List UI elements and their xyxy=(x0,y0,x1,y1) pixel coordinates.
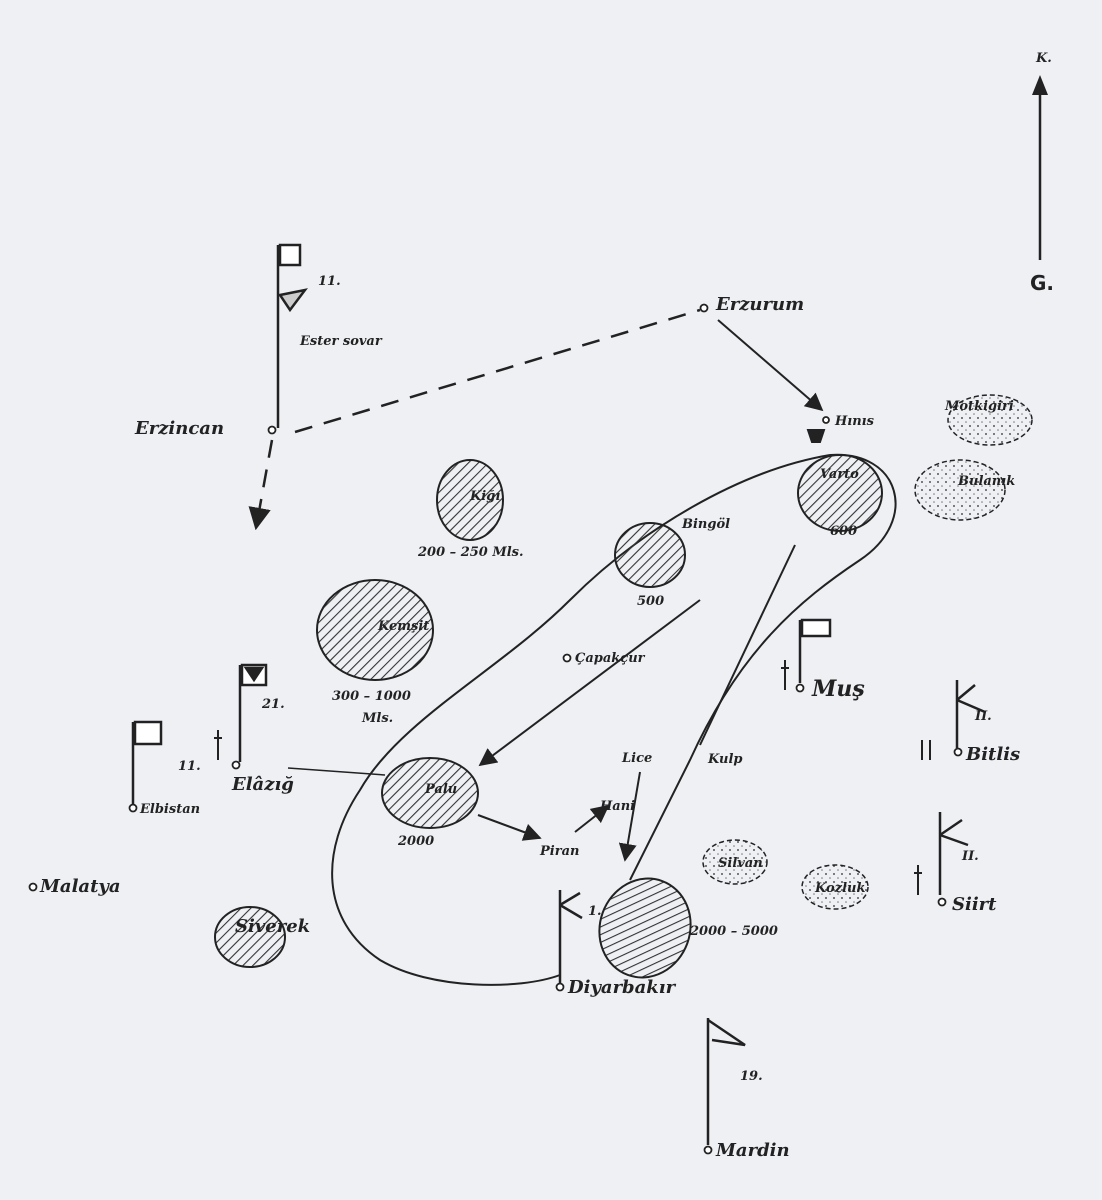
compass-north: K. xyxy=(1035,51,1052,66)
arrow-varto-kulp xyxy=(699,544,796,746)
flag-siirt xyxy=(938,812,969,895)
area-kigi: Kiğı 200 – 250 Mls. xyxy=(417,459,524,560)
route-erzincan-south xyxy=(248,439,274,531)
area-siverek: Siverek xyxy=(214,906,310,968)
svg-text:Bulanık: Bulanık xyxy=(957,474,1015,489)
city-elbistan: Elbistan xyxy=(139,802,200,817)
city-markers xyxy=(28,303,963,1155)
unit-bitlis-div: II. xyxy=(974,709,992,724)
city-lice: Lice xyxy=(621,751,652,766)
city-malatya: Malatya xyxy=(39,876,121,897)
city-mus: Muş xyxy=(811,676,865,702)
flag-elazig xyxy=(238,663,268,762)
svg-text:Kiğı: Kiğı xyxy=(469,489,500,504)
flag-elbistan xyxy=(131,720,163,805)
city-diyarbakir: Diyarbakır xyxy=(567,977,677,998)
flag-mus xyxy=(798,618,832,683)
city-erzincan: Erzincan xyxy=(134,418,224,439)
area-bulanik: Bulanık xyxy=(914,459,1015,521)
unit-mardin-div: 19. xyxy=(740,1069,763,1084)
city-bitlis: Bitlis xyxy=(965,744,1020,765)
arrow-elazig-palu xyxy=(287,767,386,776)
area-palu: Palu 2000 xyxy=(381,757,479,849)
city-hani: Hani xyxy=(599,799,635,814)
compass: K. G. xyxy=(1030,51,1054,295)
svg-text:Bingöl: Bingöl xyxy=(681,517,730,532)
unit-siirt-div: II. xyxy=(961,849,979,864)
svg-text:Silvan: Silvan xyxy=(718,856,763,871)
city-kulp: Kulp xyxy=(707,752,743,767)
arrow-lice-hani xyxy=(618,771,641,862)
area-varto: Varto 600 xyxy=(797,454,883,539)
area-motki: Motkigiri xyxy=(944,394,1033,446)
svg-text:Motkigiri: Motkigiri xyxy=(944,399,1014,414)
svg-text:600: 600 xyxy=(830,524,857,539)
unit-diyarbakir-div: 1. xyxy=(588,904,602,919)
svg-text:Kozluk: Kozluk xyxy=(814,881,865,896)
svg-text:2000 – 5000: 2000 – 5000 xyxy=(689,924,778,939)
flag-bitlis xyxy=(955,680,986,748)
area-silvan: Silvan xyxy=(702,839,768,885)
svg-text:2000: 2000 xyxy=(397,834,434,849)
svg-text:300 – 1000: 300 – 1000 xyxy=(332,689,411,704)
svg-text:Kemşit: Kemşit xyxy=(377,619,429,634)
area-kozluk: Kozluk xyxy=(801,864,869,910)
arrow-palu-piran xyxy=(477,814,542,841)
unit-elazig-div: 21. xyxy=(261,697,285,712)
svg-text:Varto: Varto xyxy=(820,467,859,482)
compass-south: G. xyxy=(1030,271,1054,295)
flag-mardin xyxy=(706,1018,746,1145)
city-erzurum: Erzurum xyxy=(715,294,804,315)
svg-text:500: 500 xyxy=(637,594,664,609)
city-piran: Piran xyxy=(539,844,579,859)
svg-text:Siverek: Siverek xyxy=(235,916,310,937)
area-genc: 2000 – 5000 xyxy=(598,877,778,979)
unit-elbistan-div: 11. xyxy=(178,759,201,774)
arrow-erzurum-hinis xyxy=(717,319,824,412)
flag-diyarbakir xyxy=(558,890,583,985)
svg-text:Mls.: Mls. xyxy=(361,711,393,726)
city-capakcur: Çapakçur xyxy=(575,651,646,666)
area-kemsid: Kemşit 300 – 1000 Mls. xyxy=(316,579,434,726)
unit-erzincan-div: 11. xyxy=(318,274,341,289)
city-siirt: Siirt xyxy=(952,894,997,915)
city-hinis: Hınıs xyxy=(834,414,875,429)
city-elazig: Elâzığ xyxy=(231,774,294,795)
arrow-bingol-palu xyxy=(478,599,701,767)
arrow-piran-hani xyxy=(574,804,610,833)
svg-text:Palu: Palu xyxy=(424,782,457,797)
svg-text:200 – 250 Mls.: 200 – 250 Mls. xyxy=(417,545,524,560)
flag-erzincan xyxy=(276,243,308,428)
hq-symbols xyxy=(214,429,931,895)
area-bingol: Bingöl 500 xyxy=(614,517,730,609)
unit-erzincan-cmd: Ester sovar xyxy=(299,334,383,349)
city-mardin: Mardin xyxy=(715,1140,790,1161)
route-erzincan-erzurum xyxy=(294,308,701,434)
